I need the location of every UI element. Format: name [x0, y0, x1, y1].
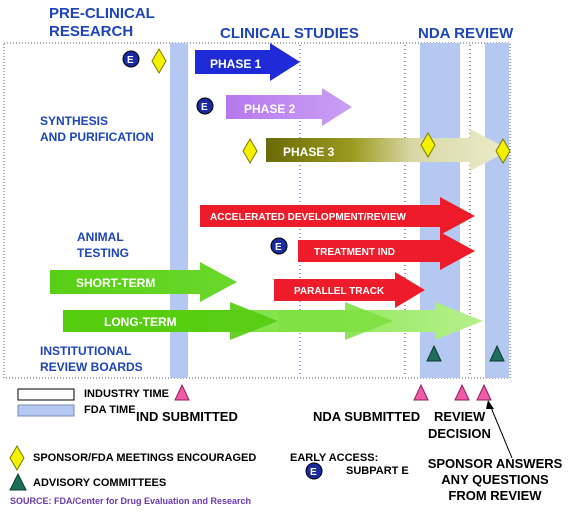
early-access-badge-3: E	[270, 237, 288, 255]
meeting-diamond-1	[151, 48, 167, 74]
parallel-label: PARALLEL TRACK	[294, 286, 385, 297]
sponsor-answers-pointer-head	[486, 400, 494, 409]
short-term-label: SHORT-TERM	[76, 276, 155, 290]
clinical-heading: CLINICAL STUDIES	[220, 25, 359, 42]
nda-heading: NDA REVIEW	[418, 25, 514, 42]
meetings-legend-label: SPONSOR/FDA MEETINGS ENCOURAGED	[33, 452, 257, 464]
long-term-arrow: LONG-TERM	[63, 302, 483, 340]
source-caption: SOURCE: FDA/Center for Drug Evaluation a…	[10, 496, 252, 506]
fda-time-label: FDA TIME	[84, 404, 136, 416]
synthesis-label-line1: SYNTHESIS	[40, 114, 109, 128]
phase1-label: PHASE 1	[210, 57, 262, 71]
ind-submitted-label: IND SUBMITTED	[136, 409, 238, 424]
nda-submitted-marker	[413, 383, 429, 401]
fda-time-swatch	[17, 404, 75, 417]
advisory-triangle-2	[489, 344, 505, 362]
svg-text:E: E	[310, 467, 317, 478]
advisory-triangle-1	[426, 344, 442, 362]
short-term-arrow: SHORT-TERM	[50, 262, 237, 302]
ind-submitted-marker	[174, 383, 190, 401]
phase2-label: PHASE 2	[244, 102, 296, 116]
animal-label-line1: ANIMAL	[77, 230, 124, 244]
svg-text:E: E	[127, 55, 134, 66]
early-access-badge-1: E	[122, 50, 140, 68]
accelerated-label: ACCELERATED DEVELOPMENT/REVIEW	[210, 212, 406, 223]
sponsor-answers-marker	[476, 383, 492, 401]
nda-submitted-label: NDA SUBMITTED	[313, 409, 421, 424]
review-decision-marker	[454, 383, 470, 401]
review-decision-line2: DECISION	[428, 426, 491, 441]
legend-diamond-icon	[9, 445, 25, 471]
irb-label-line2: REVIEW BOARDS	[40, 360, 143, 374]
sponsor-answers-pointer	[489, 404, 513, 459]
preclinical-heading-line2: RESEARCH	[49, 23, 134, 40]
early-access-subpart: SUBPART E	[346, 465, 409, 477]
early-access-title: EARLY ACCESS:	[290, 452, 379, 464]
industry-time-swatch	[17, 388, 75, 401]
phase1-arrow: PHASE 1	[195, 43, 300, 81]
long-term-label: LONG-TERM	[104, 315, 177, 329]
legend-e-badge-icon: E	[305, 462, 323, 480]
meeting-diamond-3	[420, 132, 436, 158]
fda-band-ind	[170, 43, 188, 378]
phase3-label: PHASE 3	[283, 145, 335, 159]
early-access-badge-2: E	[196, 97, 214, 115]
sponsor-answers-line3: FROM REVIEW	[448, 488, 542, 503]
preclinical-heading-line1: PRE-CLINICAL	[49, 5, 155, 22]
meeting-diamond-2	[242, 138, 258, 164]
sponsor-answers-line2: ANY QUESTIONS	[441, 472, 549, 487]
industry-time-label: INDUSTRY TIME	[84, 388, 169, 400]
animal-label-line2: TESTING	[77, 246, 130, 260]
irb-label-line1: INSTITUTIONAL	[40, 344, 132, 358]
phase2-arrow: PHASE 2	[226, 88, 352, 126]
synthesis-label-line2: AND PURIFICATION	[40, 130, 154, 144]
svg-text:E: E	[201, 102, 208, 113]
parallel-arrow: PARALLEL TRACK	[274, 272, 425, 308]
review-decision-line1: REVIEW	[434, 409, 486, 424]
sponsor-answers-line1: SPONSOR ANSWERS	[427, 456, 563, 471]
advisory-legend-label: ADVISORY COMMITTEES	[33, 477, 167, 489]
treatment-label: TREATMENT IND	[314, 247, 395, 258]
meeting-diamond-4	[495, 138, 511, 164]
treatment-arrow: TREATMENT IND	[298, 232, 475, 270]
industry-time-frame	[3, 42, 511, 379]
phase3-arrow: PHASE 3	[266, 129, 510, 171]
legend-triangle-icon	[9, 472, 27, 491]
fda-band-advisory	[485, 43, 509, 378]
svg-text:E: E	[275, 242, 282, 253]
accelerated-arrow: ACCELERATED DEVELOPMENT/REVIEW	[200, 197, 475, 235]
